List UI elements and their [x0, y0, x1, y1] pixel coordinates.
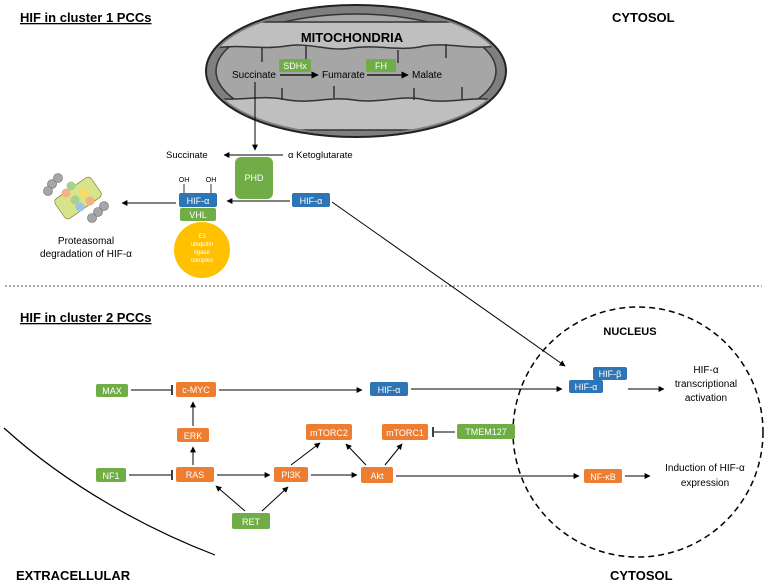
hif-beta-label: HIF-β	[599, 369, 622, 379]
oh-label-2: OH	[206, 177, 217, 184]
phd-label: PHD	[244, 173, 264, 183]
mtorc2-label: mTORC2	[310, 428, 348, 438]
hif-alpha-hydroxylated	[179, 193, 217, 207]
proteasome-icon	[43, 173, 109, 223]
ret-label: RET	[242, 517, 261, 527]
erk-label: ERK	[184, 431, 203, 441]
nf1-label: NF1	[102, 471, 119, 481]
mitochondria-cristae	[215, 21, 497, 131]
akt-to-mtorc1-arrow	[384, 443, 403, 466]
e3-label-line3: ligase	[194, 250, 210, 256]
cluster2-heading: HIF in cluster 2 PCCs	[20, 310, 151, 325]
fh-label: FH	[375, 61, 387, 71]
akt-node	[361, 467, 393, 483]
mtorc1-label: mTORC1	[386, 428, 424, 438]
vhl-protein	[180, 208, 216, 221]
hif-alpha-free-label: HIF-α	[300, 196, 323, 206]
tmem127-node	[457, 424, 515, 439]
pi3k-to-mtorc2-arrow	[290, 442, 321, 466]
e3-label-line4: complex	[191, 258, 213, 264]
hif-alpha-nuclear	[569, 380, 603, 393]
nfkb-label: NF-κB	[590, 472, 616, 482]
phd-enzyme	[235, 157, 273, 199]
cluster1-heading: HIF in cluster 1 PCCs	[20, 10, 151, 25]
mitochondria-label: MITOCHONDRIA	[301, 30, 404, 45]
max-label: MAX	[102, 386, 122, 396]
e3-label-line2: ubiquitin	[191, 242, 213, 248]
transcription-label-line3: activation	[685, 393, 727, 404]
ras-label: RAS	[186, 470, 205, 480]
hif-alpha-hydroxylated-label: HIF-α	[187, 196, 210, 206]
transcription-label-line1: HIF-α	[693, 365, 718, 376]
nfkb-node	[584, 469, 622, 483]
hif-alpha-nuclear-label: HIF-α	[575, 382, 598, 392]
cytosol-bottom-label: CYTOSOL	[610, 568, 673, 583]
ret-to-pi3k-arrow	[261, 486, 289, 512]
fh-enzyme	[366, 59, 396, 72]
hif-alpha-free	[292, 193, 330, 207]
max-node	[96, 384, 128, 397]
proteasome-label-line2: degradation of HIF-α	[40, 249, 132, 260]
pi3k-node	[274, 467, 308, 482]
mtorc2-node	[306, 424, 352, 440]
extracellular-label: EXTRACELLULAR	[16, 568, 131, 583]
nucleus-boundary	[512, 306, 764, 558]
malate-label: Malate	[412, 70, 442, 81]
pi3k-label: PI3K	[281, 470, 301, 480]
fumarate-label: Fumarate	[322, 70, 365, 81]
proteasome-label-line1: Proteasomal	[58, 236, 114, 247]
succinate-cytosol-label: Succinate	[166, 150, 208, 161]
hif-alpha-cluster2-label: HIF-α	[378, 385, 401, 395]
transcription-label-line2: transcriptional	[675, 379, 737, 390]
sdhx-enzyme	[279, 59, 311, 72]
sdhx-label: SDHx	[283, 61, 307, 71]
e3-ligase-complex	[174, 222, 230, 278]
hif-alpha-cluster2	[370, 382, 408, 396]
succinate-mito-label: Succinate	[232, 70, 276, 81]
mitochondria: MITOCHONDRIA Succinate Fumarate Malate S…	[205, 4, 507, 138]
e3-label-line1: E3	[198, 234, 206, 240]
akt-label: Akt	[370, 471, 384, 481]
mtorc1-node	[382, 424, 428, 440]
ret-node	[232, 513, 270, 529]
vhl-label: VHL	[189, 210, 207, 220]
akt-to-mtorc2-arrow	[345, 443, 367, 466]
cytosol-top-label: CYTOSOL	[612, 10, 675, 25]
erk-node	[177, 428, 209, 442]
tmem127-label: TMEM127	[465, 427, 507, 437]
cmyc-node	[176, 382, 216, 397]
induction-label-line1: Induction of HIF-α	[665, 463, 745, 474]
hif-beta	[593, 367, 627, 380]
cell-membrane	[3, 427, 216, 556]
oh-label-1: OH	[179, 177, 190, 184]
ret-to-ras-arrow	[215, 485, 246, 512]
cmyc-label: c-MYC	[182, 385, 210, 395]
hif-to-nucleus-arrow	[331, 201, 566, 367]
induction-label-line2: expression	[681, 478, 729, 489]
nf1-node	[96, 468, 126, 482]
alpha-ketoglutarate-label: α Ketoglutarate	[288, 150, 353, 161]
ras-node	[176, 467, 214, 482]
nucleus-label: NUCLEUS	[603, 326, 656, 338]
